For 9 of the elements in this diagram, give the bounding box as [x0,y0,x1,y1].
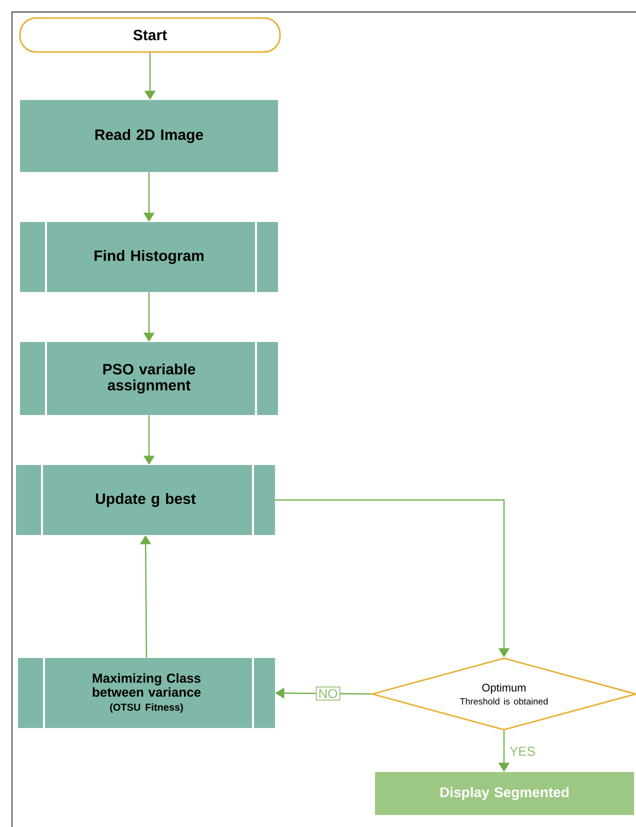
edge-label: NO [319,688,338,698]
subprocess-box: Find Histogram [20,222,278,292]
subprocess-box: Update g best [16,465,275,535]
start-terminal: Start [19,17,281,53]
process-box: Read 2D Image [20,100,278,172]
subprocess-box: PSO variable assignment [20,342,278,415]
output-box: Display Segmented [375,772,634,815]
subprocess-box: Maximizing Class between variance (OTSU Fitness) [18,658,275,728]
edge-label: YES [510,746,535,756]
